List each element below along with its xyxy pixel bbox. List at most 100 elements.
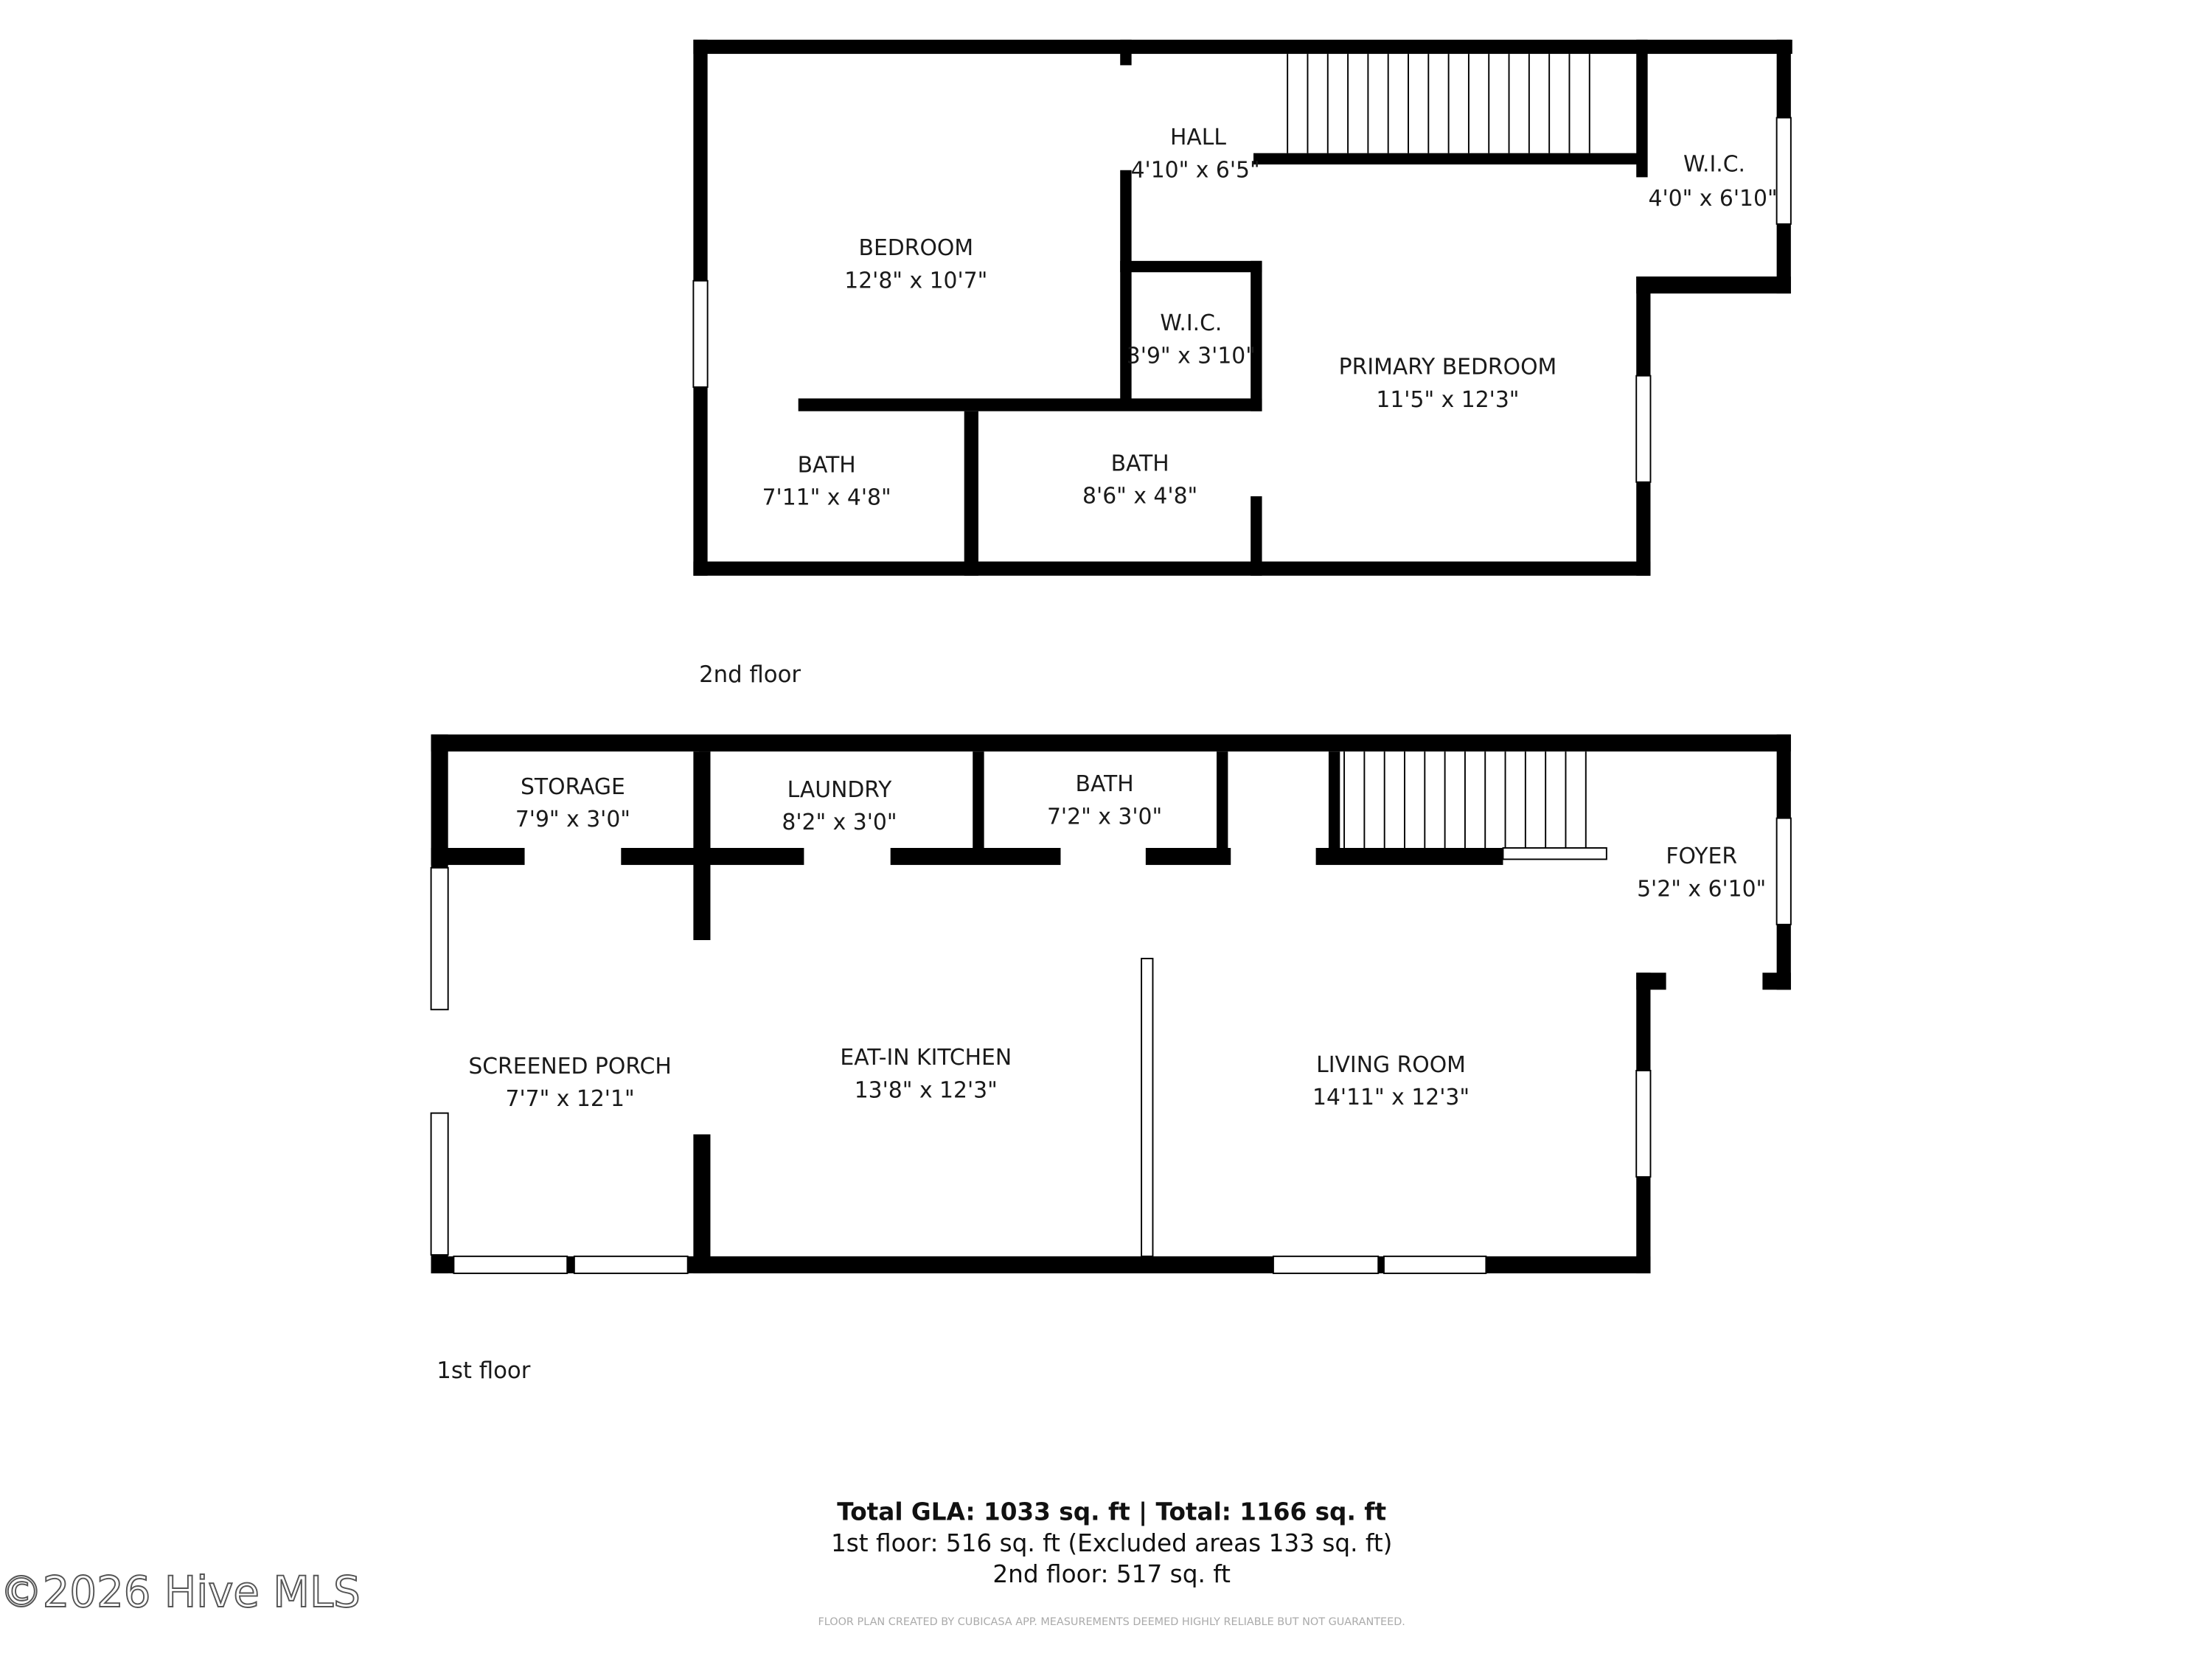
wall [973, 751, 984, 851]
window [430, 866, 449, 1011]
windows [430, 116, 1792, 1274]
wall [1636, 481, 1651, 576]
wall [1251, 496, 1262, 576]
room-size: 11'5" x 12'3" [1376, 387, 1519, 413]
room-laundry: LAUNDRY 8'2" x 3'0" [782, 777, 897, 835]
room-size: 4'10" x 6'5" [1131, 157, 1260, 183]
room-name: W.I.C. [1683, 152, 1745, 178]
wall [1636, 1177, 1651, 1273]
wall [1636, 276, 1791, 294]
wall [431, 734, 1791, 752]
room-screened-porch: SCREENED PORCH 7'7" x 12'1" [468, 1054, 671, 1112]
window [1635, 375, 1652, 483]
room-name: BEDROOM [859, 235, 974, 261]
room-size: 14'11" x 12'3" [1312, 1085, 1470, 1110]
wall [1120, 170, 1132, 400]
wall [693, 39, 1792, 55]
wall [1776, 223, 1791, 294]
total-area: Total GLA: 1033 sq. ft | Total: 1166 sq.… [837, 1498, 1386, 1527]
walls [431, 39, 1792, 1273]
wall [1328, 751, 1340, 858]
wall [1636, 39, 1648, 178]
wall [1315, 848, 1503, 866]
wall [693, 1134, 711, 1273]
wall [1636, 973, 1666, 990]
window [1635, 1069, 1652, 1178]
room-name: BATH [1111, 451, 1169, 476]
room-wic-primary: W.I.C. 4'0" x 6'10" [1648, 152, 1777, 212]
wall [1636, 973, 1651, 1071]
room-name: LAUNDRY [787, 777, 893, 803]
room-size: 8'6" x 4'8" [1082, 484, 1197, 509]
room-bath-1: BATH 7'11" x 4'8" [762, 452, 891, 510]
room-size: 12'8" x 10'7" [844, 268, 987, 293]
floor-label-2nd: 2nd floor [699, 661, 801, 688]
first-floor-area: 1st floor: 516 sq. ft (Excluded areas 13… [831, 1529, 1392, 1557]
room-bedroom: BEDROOM 12'8" x 10'7" [844, 235, 987, 293]
room-primary-bedroom: PRIMARY BEDROOM 11'5" x 12'3" [1339, 355, 1557, 413]
window [1775, 817, 1792, 925]
wall [1253, 153, 1645, 165]
room-size: 7'2" x 3'0" [1047, 804, 1162, 830]
room-name: FOYER [1666, 844, 1737, 869]
wall [693, 561, 1651, 576]
room-name: LIVING ROOM [1316, 1052, 1466, 1078]
room-eat-in-kitchen: EAT-IN KITCHEN 13'8" x 12'3" [840, 1045, 1012, 1103]
room-size: 4'0" x 6'10" [1648, 186, 1777, 212]
room-name: HALL [1170, 125, 1226, 150]
room-size: 7'9" x 3'0" [515, 807, 630, 832]
disclaimer: FLOOR PLAN CREATED BY CUBICASA APP. MEAS… [818, 1616, 1405, 1628]
room-bath-2: BATH 8'6" x 4'8" [1082, 451, 1197, 509]
room-name: BATH [1076, 771, 1134, 797]
window [692, 279, 709, 388]
wall [1776, 734, 1791, 818]
wall [890, 848, 1061, 866]
wall [798, 398, 1262, 411]
wall [964, 411, 978, 576]
wall [1217, 751, 1228, 851]
wall [1120, 260, 1262, 273]
room-wic-small: W.I.C. 3'9" x 3'10" [1127, 310, 1256, 369]
room-name: BATH [798, 452, 856, 478]
room-foyer: FOYER 5'2" x 6'10" [1637, 844, 1766, 902]
stairs [1287, 54, 1607, 860]
wall [1251, 260, 1262, 411]
window [1775, 116, 1792, 225]
window [430, 1112, 449, 1256]
wall [621, 848, 804, 866]
wall [1636, 276, 1651, 376]
wall [1776, 39, 1791, 118]
wall [431, 848, 525, 866]
window [1272, 1255, 1380, 1274]
room-size: 3'9" x 3'10" [1127, 343, 1256, 369]
room-name: W.I.C. [1160, 310, 1222, 336]
room-hall: HALL 4'10" x 6'5" [1131, 125, 1260, 183]
room-name: STORAGE [521, 774, 625, 800]
wall [693, 387, 708, 576]
room-name: EAT-IN KITCHEN [840, 1045, 1012, 1071]
wall [1762, 973, 1791, 990]
room-size: 8'2" x 3'0" [782, 810, 897, 835]
wall [699, 751, 711, 851]
room-size: 5'2" x 6'10" [1637, 876, 1766, 902]
window [1382, 1255, 1487, 1274]
second-floor-area: 2nd floor: 517 sq. ft [992, 1560, 1231, 1588]
window [573, 1255, 689, 1274]
wall [1145, 848, 1231, 866]
room-name: SCREENED PORCH [468, 1054, 671, 1079]
window [453, 1255, 568, 1274]
room-storage: STORAGE 7'9" x 3'0" [515, 774, 630, 832]
wall [431, 734, 448, 868]
room-bath-1st: BATH 7'2" x 3'0" [1047, 771, 1162, 830]
window [1141, 958, 1154, 1257]
room-living-room: LIVING ROOM 14'11" x 12'3" [1312, 1052, 1470, 1110]
room-name: PRIMARY BEDROOM [1339, 355, 1557, 380]
floor-label-1st: 1st floor [437, 1357, 530, 1384]
room-size: 13'8" x 12'3" [855, 1077, 998, 1103]
wall [693, 39, 708, 281]
stair-landing [1502, 847, 1607, 860]
watermark: ©2026 Hive MLS [0, 1567, 361, 1617]
wall [1120, 39, 1132, 66]
room-size: 7'7" x 12'1" [505, 1086, 634, 1112]
